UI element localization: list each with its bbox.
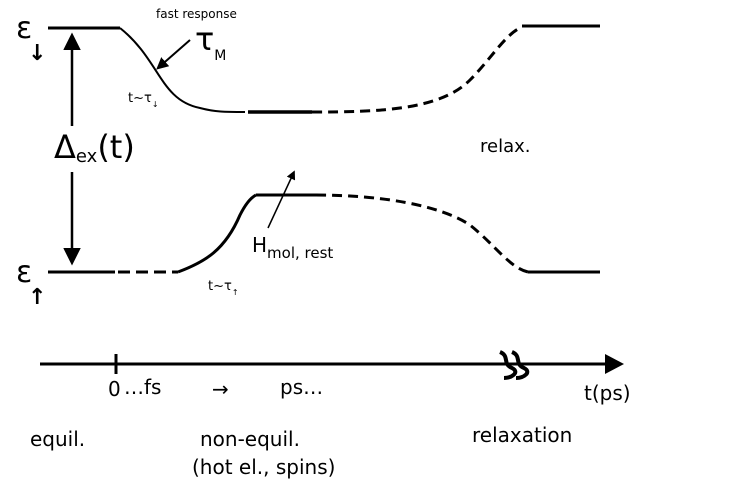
t-ps-label: t(ps) [584,381,631,405]
timeline-ps-label: ps… [280,375,323,399]
eps-down-symbol: ε [16,11,32,46]
equil-label: equil. [30,427,85,451]
delta-sub: ex [76,146,98,167]
fast-response-label: fast response [156,7,237,21]
h-sub: mol, rest [267,244,333,262]
lower-level [48,193,600,274]
upper-level [48,24,600,114]
upper-level-dashed-recovery [311,26,521,114]
time-axis-arrowhead [605,354,624,374]
non-equil-label: non-equil. [200,427,300,451]
t-tau-down-main: t~τ [128,91,152,106]
t-tau-down-label: t~τ↓ [128,91,159,109]
timeline-fs-label: …fs [124,375,161,399]
t-tau-down-arrow-icon: ↓ [152,100,159,109]
timeline-zero-label: 0 [108,377,121,401]
h-main: H [252,233,267,257]
tau-m-symbol: τM [195,20,226,64]
t-tau-up-label: t~τ↑ [208,279,239,297]
relax-label: relax. [480,136,530,157]
relaxation-label: relaxation [472,423,572,447]
t-tau-up-arrow-icon: ↑ [232,288,239,297]
eps-up-arrow-icon: ↑ [28,285,46,310]
delta-ex-label: Δex(t) [54,128,135,167]
tau-m-sub: M [214,48,226,64]
h-mol-pointer-arrow [267,170,296,229]
hot-el-label: (hot el., spins) [192,455,335,479]
t-tau-up-main: t~τ [208,279,232,294]
timeline-arrow-icon: → [212,377,229,401]
h-mol-rest-label: Hmol, rest [252,233,333,262]
lower-level-dashed-relax [315,193,529,274]
eps-up-symbol: ε [16,255,32,290]
eps-down-arrow-icon: ↓ [28,41,46,66]
time-axis-break-icon [499,350,530,380]
delta-symbol: Δ [54,128,76,166]
time-axis [40,350,624,380]
upper-level-decay-curve [119,27,246,113]
tau-m-main: τ [195,20,214,58]
delta-t: (t) [97,128,135,166]
tau-m-pointer-arrow [156,39,191,70]
lower-level-rise-curve [177,193,257,274]
